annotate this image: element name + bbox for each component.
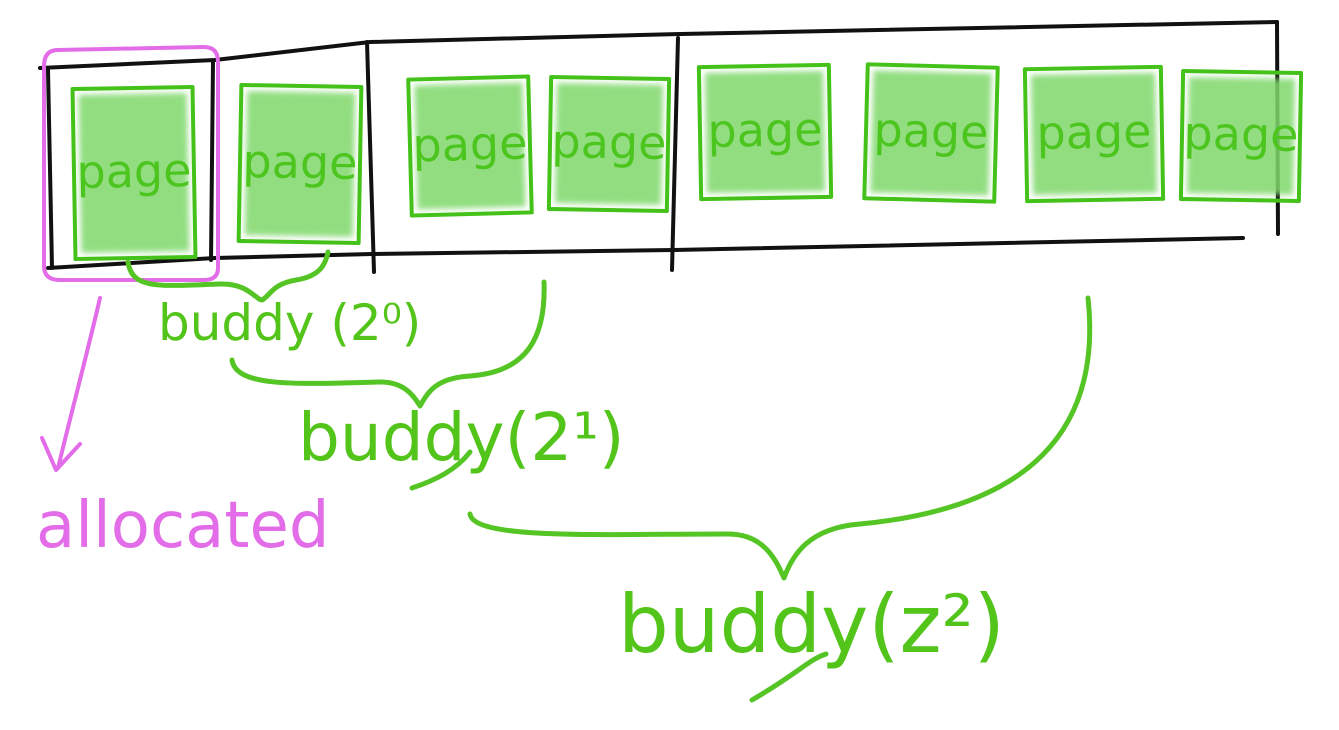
brace-buddy-2-0 [125,249,331,303]
brace-buddy-2-2 [467,295,1093,581]
page-label: page [1183,106,1299,162]
page-border [1022,64,1166,204]
page-border [1178,68,1304,204]
page-cell-5: page [696,62,834,202]
page-border [696,62,834,202]
page-fill [1030,72,1158,196]
page-cell-6: page [862,62,1000,204]
page-fill [78,93,190,253]
buddy-2-0-label: buddy (2⁰) [158,294,421,352]
page-border [862,62,1000,204]
memory-outline [38,20,1280,274]
pages-layer: page page page page page page page page [70,62,1304,262]
allocated-label: allocated [36,489,329,563]
outline-bottom-edge [46,236,1245,270]
buddy-2-2-label: buddy(z²) [618,578,1005,671]
page-label: page [76,143,192,199]
buddy-braces [125,249,1093,703]
page-label: page [873,103,989,160]
page-border [70,84,198,262]
divider-2 [365,40,376,274]
page-cell-7: page [1022,64,1166,204]
page-fill [704,70,826,194]
page-label: page [412,116,528,173]
brace-buddy-2-1 [229,279,547,409]
outline-top-edge [38,20,1279,70]
divider-3 [670,36,680,272]
page-label: page [551,114,667,170]
page-cell-2: page [236,82,364,246]
allocated-rounded-box [42,45,220,282]
page-cell-1: page [70,84,198,262]
page-fill [244,91,356,237]
allocated-marker [40,45,220,472]
paren-tail [749,651,829,703]
page-border [406,74,534,218]
page-cell-3: page [406,74,534,218]
page-border [546,74,672,214]
allocated-arrow-head [40,436,82,472]
page-fill [870,70,992,196]
page-cell-8: page [1178,68,1304,204]
buddy-2-1-label: buddy(2¹) [298,399,625,476]
page-label: page [707,102,823,158]
page-label: page [242,134,358,190]
page-fill [414,82,526,210]
allocated-arrow-line [56,296,102,470]
brace-buddy-2-2-tail [409,449,473,491]
page-fill [1186,77,1296,195]
divider-1 [209,60,215,262]
outline-left-edge [46,68,54,270]
page-fill [554,83,664,205]
page-cell-4: page [546,74,672,214]
page-label: page [1036,104,1152,160]
page-border [236,82,364,246]
